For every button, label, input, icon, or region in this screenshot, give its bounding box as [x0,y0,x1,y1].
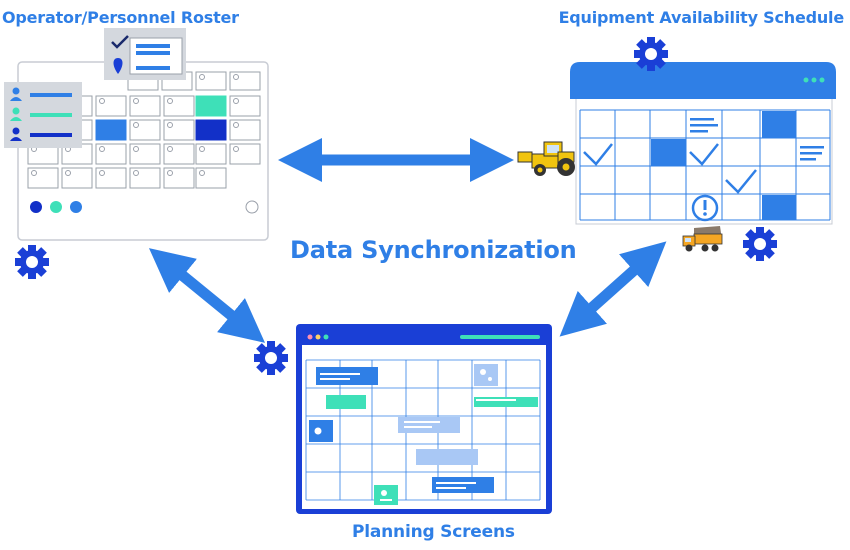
roster-title: Operator/Personnel Roster [2,8,239,27]
equipment-title: Equipment Availability Schedule [558,8,845,27]
checkmark-icon [689,143,719,166]
equipment-panel [570,62,836,225]
location-card [104,28,186,80]
image-icon [309,420,333,442]
checkmark-icon [111,35,129,49]
image-icon [474,364,498,386]
planning-panel [296,324,552,514]
gear-icon [254,341,288,375]
roster-panel [4,28,269,241]
checkmark-icon [725,169,757,194]
gear-icon [634,37,668,71]
person-icon [10,107,22,121]
checkmark-icon [583,143,613,166]
sync-label: Data Synchronization [290,236,577,264]
personnel-card [4,82,82,148]
sync-arrow-icon [559,241,667,337]
image-icon [374,485,398,505]
gear-icon [743,227,777,261]
person-icon [10,87,22,101]
location-pin-icon [113,58,123,74]
sync-arrow-icon [148,248,266,343]
person-icon [10,127,22,141]
bulldozer-icon [517,141,575,176]
planning-title: Planning Screens [352,522,515,542]
gear-icon [15,245,49,279]
dump-truck-icon [682,226,723,252]
alert-icon [691,194,719,222]
